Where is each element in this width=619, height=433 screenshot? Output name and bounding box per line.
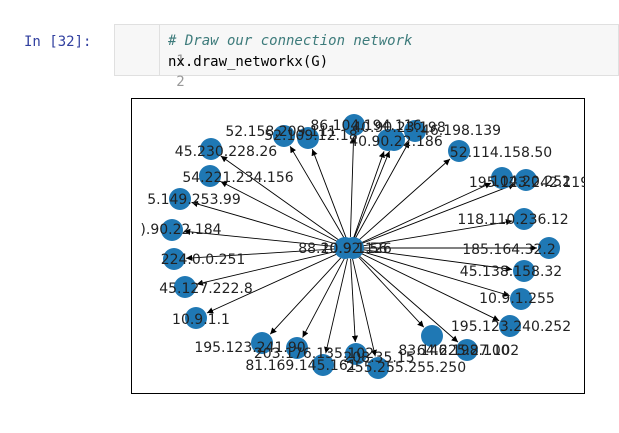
graph-edge [354,141,410,239]
graph-edge [220,155,342,242]
graph-node [163,248,185,270]
code-cell-editor[interactable]: 1 # Draw our connection network 2 nx.dra… [114,24,619,90]
graph-edge [289,146,345,239]
code-statement: nx.draw_networkx(G) [168,54,329,70]
graph-edge [360,183,515,245]
graph-edge [191,201,340,246]
node-label: 5.149.253.99 [147,192,241,208]
node-label: 195.123.242.119 [469,175,585,191]
graph-node [456,339,478,361]
graph-edge [196,250,340,286]
graph-node [286,337,308,359]
node-label: 10.9.1.255 [479,291,555,307]
graph-node [169,188,191,210]
node-label: 255.255.255.250 [346,360,466,376]
graph-edge [324,258,348,354]
graph-edge [350,258,359,343]
node-label: 40.90.23.198 [352,120,446,136]
graph-edge [359,182,492,244]
hub-node [342,237,364,259]
node-label: 83.146.198.100 [398,343,509,359]
node-label: 86.104.194.116 [310,118,421,134]
graph-edge [360,250,510,297]
graph-edge [352,258,377,357]
node-label: 52.114.158.50 [450,145,552,161]
line-number: 1 [176,53,185,69]
node-label: 195.123.241.90 [194,340,305,356]
line-number: 2 [176,74,185,90]
node-label: 81.169.145.161 [245,358,356,374]
graph-node [513,208,535,230]
graph-edge [269,255,343,335]
node-label: 54.221.234.156 [182,170,293,186]
graph-edge [220,181,341,244]
node-label: 52.109.12.18 [264,128,358,144]
graph-edge [357,255,425,328]
graph-edge [353,150,391,238]
graph-edge [183,228,340,248]
graph-node [273,125,295,147]
graph-node [367,357,389,379]
graph-edge [359,252,500,322]
graph-node [251,332,273,354]
code-comment: # Draw our connection network [168,33,413,49]
graph-node [185,307,207,329]
graph-edge [311,149,347,238]
node-label: 45.127.222.8 [159,281,253,297]
graph-edge [358,254,459,343]
code-line-2: 2 nx.draw_networkx(G) [115,52,328,90]
graph-node [510,288,532,310]
node-label: 52.158.209.111 [225,124,336,140]
graph-edge [302,257,346,338]
graph-node [345,343,367,365]
graph-node [421,325,443,347]
node-label: 40.90.22.186 [349,134,443,150]
node-label: 185.164.32.2 [462,242,556,258]
graph-edge [349,136,357,238]
code-line-1: 1 # Draw our connection network [115,31,412,69]
node-label: 208.35.15 [343,350,414,366]
node-label: 45.138.158.32 [460,264,562,280]
node-label: 45.230.228.26 [175,144,278,160]
graph-node [513,260,535,282]
node-label: 224.0.0.251 [161,252,246,268]
graph-node [343,114,365,136]
graph-edge [206,252,341,314]
node-label: 64.225.27.102 [417,343,519,359]
cell-prompt: In [32]: [24,34,92,50]
node-layer [161,114,560,379]
node-label: 10.9.1.1 [172,312,230,328]
graph-node [161,219,183,241]
graph-node [174,276,196,298]
graph-node [312,354,334,376]
hub-node-label: 10.9.1.56 [321,241,388,257]
gutter-separator [159,25,160,75]
graph-edge [360,218,513,247]
graph-edge [353,151,385,238]
node-label: 104.20.252 [491,174,571,190]
edge-layer [183,136,537,357]
graph-node [515,169,537,191]
node-label: 195.123.240.252 [451,319,571,335]
node-label: ).90.22.184 [140,222,221,238]
hub-node-label: 88.20.92.126 [298,241,392,257]
graph-node [200,138,222,160]
graph-node [199,165,221,187]
graph-node [499,315,521,337]
graph-node [538,237,560,259]
graph-node [383,129,405,151]
graph-node [491,167,513,189]
graph-edge [360,248,513,272]
node-label: 46.198.139 [421,123,501,139]
graph-node [404,120,426,142]
node-label: 203.176.135.102 [254,346,374,362]
graph-node [448,140,470,162]
graph-node [297,127,319,149]
graph-edge [185,248,340,262]
node-label: 118.110.236.12 [457,212,568,228]
graph-edge [357,158,451,242]
